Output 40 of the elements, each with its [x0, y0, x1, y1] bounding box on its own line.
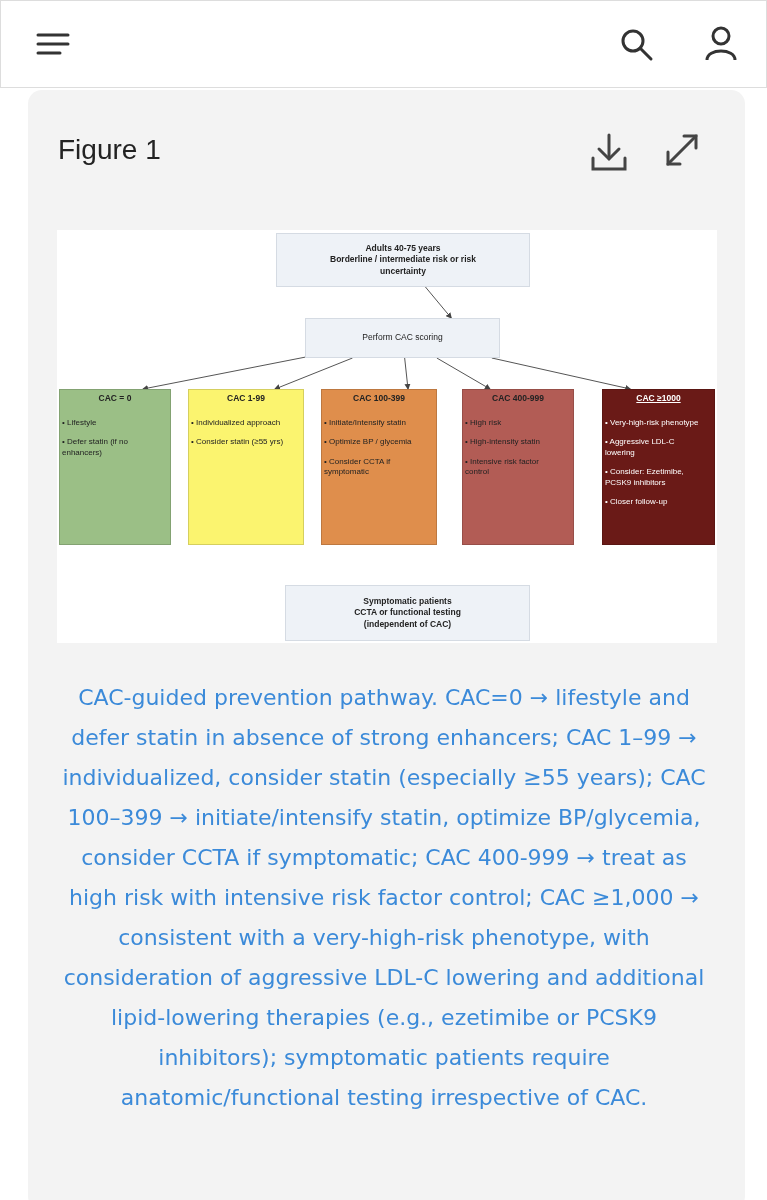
figure-title: Figure 1 [58, 134, 161, 166]
arrow [404, 357, 411, 390]
box-text: Adults 40-75 years [364, 243, 442, 255]
process-box [305, 318, 500, 358]
figure-caption: CAC-guided prevention pathway. CAC=0 → lifestyle and defer statin in absence of strong enhancers; CAC 1–99 → individualized, consider statin (especially ≥55 years); CAC 100–399 → initiate/intensify statin, optimize BP/glycemia, consider CCTA if symptomatic; CAC 400-999 → treat as high risk with intensive risk factor control; CAC ≥1,000 → consistent with a very-high-risk phenotype, with consideration of aggressive LDL-C lowering and additional lipid-lowering therapies (e.g., ezetimibe or PCSK9 inhibitors); symptomatic patients require anatomic/functional testing irrespective of CAC. [61, 684, 707, 1112]
bullet-item: • High risk [465, 418, 503, 429]
box-text: CCTA or functional testing (independent of CAC) [353, 607, 462, 630]
category-box [321, 389, 437, 545]
box-heading: CAC 1-99 [226, 393, 266, 403]
category-box [188, 389, 304, 545]
bullet-item: • Optimize BP / glycemia [324, 437, 413, 448]
arrow [491, 357, 632, 391]
bullet-item: • Consider CCTA if symptomatic [324, 456, 392, 478]
category-box [602, 389, 715, 545]
bullet-item: • Closer follow-up [605, 496, 669, 508]
arrow [142, 356, 306, 391]
bullet-item: • Initiate/Intensify statin [324, 418, 407, 429]
bullet-item: • Consider: Ezetimibe, PCSK9 inhibitors [605, 467, 685, 488]
box-text: Perform CAC scoring [361, 332, 444, 344]
bullet-item: • Intensive risk factor control [465, 456, 540, 478]
box-text: Symptomatic patients [362, 596, 453, 608]
bullet-item: • Very-high-risk phenotype [605, 418, 700, 429]
arrow [436, 357, 491, 390]
box-heading: CAC 100-399 [352, 393, 406, 403]
box-heading: CAC 400-999 [491, 393, 545, 403]
process-box [285, 585, 530, 641]
arrow [274, 357, 353, 390]
bullet-item: • High-intensity statin [465, 437, 541, 448]
category-box [462, 389, 574, 545]
bullet-item: • Aggressive LDL-C lowering [605, 437, 676, 459]
bullet-item: • Lifestyle [62, 418, 98, 429]
category-box [59, 389, 171, 545]
process-box [276, 233, 530, 287]
bullet-item: • Individualized approach [191, 418, 282, 429]
box-heading: CAC ≥1000 [635, 393, 682, 403]
box-heading: CAC = 0 [97, 393, 133, 403]
box-text: Borderline / intermediate risk or risk uncertainty [329, 254, 477, 277]
arrow [424, 286, 452, 319]
bullet-item: • Consider statin (≥55 yrs) [191, 437, 285, 448]
bullet-item: • Defer statin (if no enhancers) [62, 437, 129, 459]
